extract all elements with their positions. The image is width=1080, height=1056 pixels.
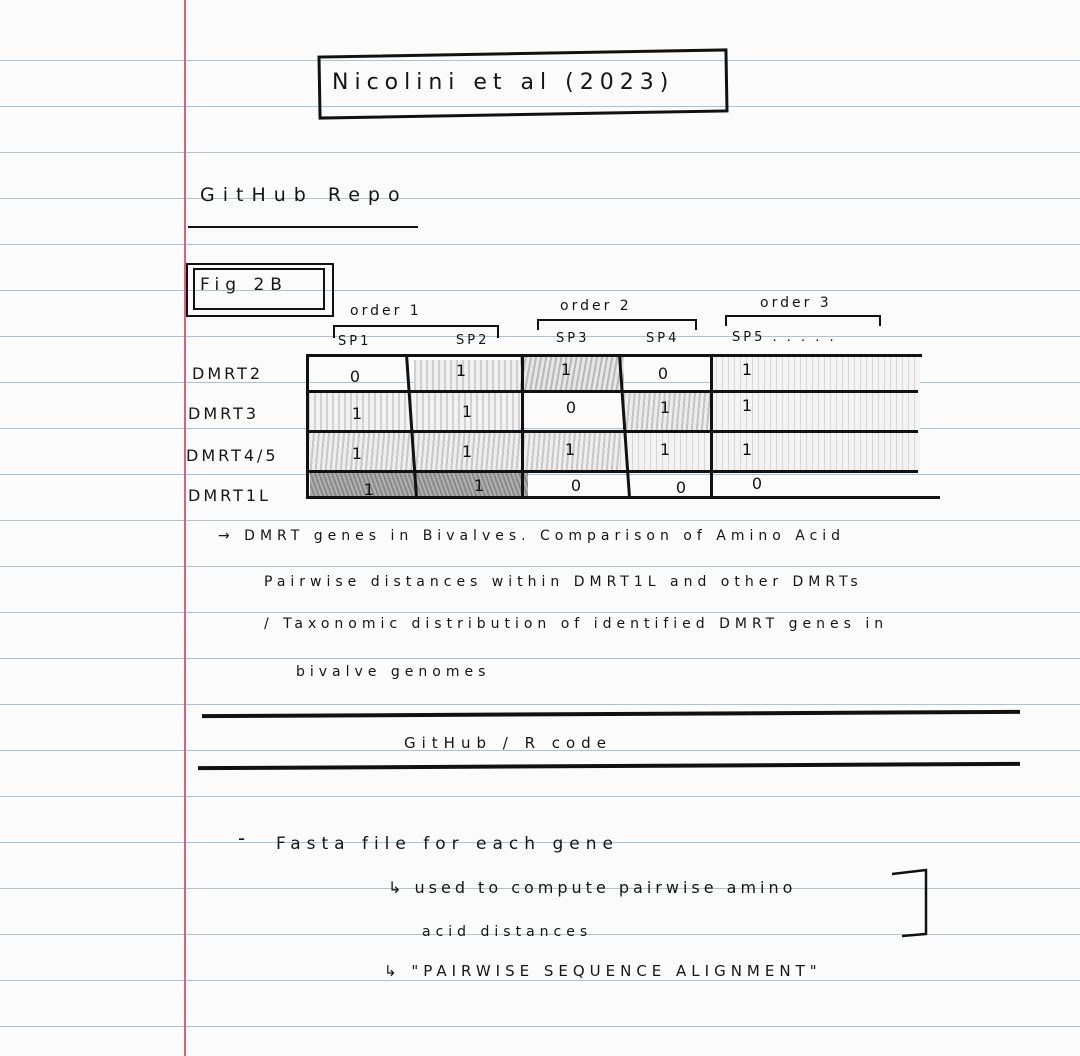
ruled-line — [0, 980, 1080, 981]
matrix-cell: 1 — [659, 440, 671, 459]
shaded-cell — [414, 360, 520, 392]
order-label: order 2 — [560, 298, 632, 314]
species-header: SP5 . . . . . — [732, 330, 837, 345]
table-border — [306, 354, 922, 357]
table-border — [521, 354, 524, 498]
ruled-line — [0, 244, 1080, 245]
gene-label: DMRT4/5 — [186, 446, 279, 465]
matrix-cell: 1 — [473, 476, 485, 495]
ruled-line — [0, 1026, 1080, 1027]
table-border — [306, 390, 918, 393]
species-header: SP2 — [456, 333, 490, 348]
matrix-cell: 1 — [455, 361, 467, 380]
shaded-cell — [620, 432, 920, 470]
ruled-line — [0, 750, 1080, 751]
description-line: bivalve genomes — [296, 664, 491, 680]
matrix-cell: 1 — [564, 440, 576, 459]
ruled-line — [0, 888, 1080, 889]
ruled-line — [0, 474, 1080, 475]
shaded-cell — [520, 356, 624, 392]
margin-line — [184, 0, 186, 1056]
order-label: order 3 — [760, 295, 832, 311]
description-line: / Taxonomic distribution of identified D… — [264, 616, 889, 632]
matrix-cell: 1 — [351, 404, 363, 423]
shaded-cell — [308, 432, 620, 472]
ruled-line — [0, 658, 1080, 659]
ruled-line — [0, 612, 1080, 613]
matrix-cell: 1 — [461, 402, 473, 421]
figure-label: Fig 2B — [200, 275, 288, 295]
order-label: order 1 — [350, 303, 422, 319]
matrix-cell: 1 — [351, 444, 363, 463]
figure-label-inner-box — [193, 268, 325, 310]
note-bullet-mark: - — [238, 826, 249, 850]
matrix-cell: 1 — [741, 440, 753, 459]
gene-label: DMRT2 — [192, 364, 264, 383]
shaded-cell — [624, 390, 710, 432]
matrix-cell: 1 — [461, 442, 473, 461]
ruled-line — [0, 290, 1080, 291]
matrix-cell: 1 — [363, 480, 375, 499]
ruled-line — [0, 60, 1080, 61]
note-sub-item: ↳ "PAIRWISE SEQUENCE ALIGNMENT" — [384, 962, 822, 980]
note-sub-item: ↳ used to compute pairwise amino — [388, 878, 797, 897]
ruled-line — [0, 566, 1080, 567]
matrix-cell: 1 — [659, 398, 671, 417]
matrix-cell: 0 — [570, 476, 582, 495]
shaded-cell-dark — [310, 472, 528, 498]
ruled-line — [0, 842, 1080, 843]
note-sub-item-continued: acid distances — [422, 924, 593, 940]
species-header: SP1 — [338, 334, 372, 349]
matrix-cell: 0 — [565, 398, 577, 417]
ruled-line — [0, 934, 1080, 935]
ruled-line — [0, 520, 1080, 521]
ruled-line — [0, 152, 1080, 153]
description-line: Pairwise distances within DMRT1L and oth… — [264, 574, 863, 590]
matrix-cell: 1 — [560, 360, 572, 379]
table-border — [710, 354, 713, 498]
shaded-cell — [308, 392, 520, 432]
matrix-cell: 1 — [741, 396, 753, 415]
gene-label: DMRT1L — [188, 486, 271, 505]
matrix-cell: 0 — [751, 474, 763, 493]
matrix-cell: 0 — [657, 364, 669, 383]
divider-heading: GitHub / R code — [404, 734, 612, 752]
page-title: Nicolini et al (2023) — [332, 70, 675, 95]
figure-label-outer-box — [186, 263, 334, 317]
description-line: → DMRT genes in Bivalves. Comparison of … — [218, 528, 846, 544]
ruled-line — [0, 106, 1080, 107]
matrix-cell: 0 — [675, 478, 687, 497]
ruled-line — [0, 428, 1080, 429]
note-bullet: Fasta file for each gene — [276, 834, 619, 854]
ruled-line — [0, 704, 1080, 705]
table-border — [306, 354, 309, 498]
species-header: SP4 — [646, 331, 680, 346]
shaded-cell — [710, 354, 920, 390]
species-header: SP3 — [556, 331, 590, 346]
section-heading-underline — [188, 226, 418, 228]
matrix-cell: 0 — [349, 367, 361, 386]
shaded-cell — [710, 390, 920, 430]
ruled-line — [0, 336, 1080, 337]
ruled-line — [0, 198, 1080, 199]
ruled-line — [0, 796, 1080, 797]
section-heading: GitHub Repo — [200, 184, 408, 206]
table-border — [306, 470, 918, 473]
table-border — [306, 496, 940, 499]
matrix-cell: 1 — [741, 360, 753, 379]
table-border — [306, 430, 918, 433]
gene-label: DMRT3 — [188, 404, 260, 423]
